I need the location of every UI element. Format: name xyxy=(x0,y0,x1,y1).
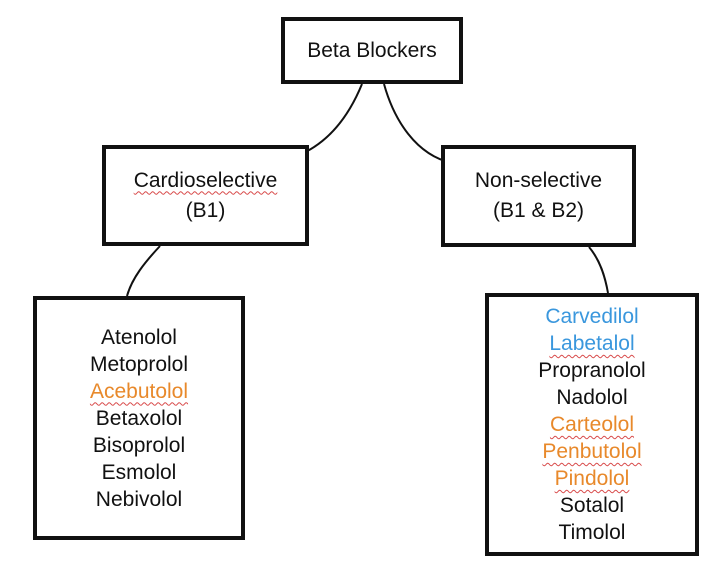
drug-list-item: Pindolol xyxy=(555,465,630,492)
non-selective-node-box: Non-selective (B1 & B2) xyxy=(441,145,636,247)
root-node-label: Beta Blockers xyxy=(307,38,437,62)
drug-list-item: Esmolol xyxy=(102,459,177,486)
drug-list-item: Sotalol xyxy=(560,492,624,519)
drug-list-item: Penbutolol xyxy=(542,438,641,465)
cardioselective-subtitle: (B1) xyxy=(185,198,226,222)
drug-list-item: Atenolol xyxy=(101,324,177,351)
drug-list-item: Nadolol xyxy=(556,384,627,411)
drug-name: Labetalol xyxy=(549,332,635,355)
drug-list-item: Labetalol xyxy=(549,330,634,357)
drug-list-item: Metoprolol xyxy=(90,351,188,378)
drug-name: Nadolol xyxy=(556,386,628,409)
drug-list-item: Timolol xyxy=(559,519,626,546)
non-selective-subtitle: (B1 & B2) xyxy=(492,199,585,222)
drug-list-item: Acebutolol xyxy=(90,378,188,405)
drug-name: Metoprolol xyxy=(89,352,189,376)
drug-name: Sotalol xyxy=(559,494,625,517)
drug-list-item: Nebivolol xyxy=(96,486,182,513)
drug-list-item: Bisoprolol xyxy=(93,432,185,459)
drug-list-item: Betaxolol xyxy=(96,405,182,432)
drug-name: Propranolol xyxy=(538,359,646,382)
drug-name: Pindolol xyxy=(554,467,630,490)
drug-name: Esmolol xyxy=(101,460,177,484)
cardioselective-title: Cardioselective xyxy=(133,168,278,192)
drug-name: Bisoprolol xyxy=(92,433,186,457)
drug-list-item: Carteolol xyxy=(550,411,634,438)
drug-name: Timolol xyxy=(558,521,626,544)
connector-non-selective-to-list xyxy=(588,246,609,294)
cardioselective-node-box: Cardioselective (B1) xyxy=(102,145,309,246)
drug-name: Atenolol xyxy=(101,325,177,349)
drug-list-item: Carvedilol xyxy=(545,303,638,330)
drug-name: Acebutolol xyxy=(89,379,189,403)
drug-name: Penbutolol xyxy=(542,440,642,463)
root-node-box: Beta Blockers xyxy=(281,17,463,84)
drug-name: Betaxolol xyxy=(95,406,183,430)
drug-list-item: Propranolol xyxy=(538,357,645,384)
drug-name: Nebivolol xyxy=(95,487,183,511)
connector-cardioselective-to-list xyxy=(126,245,161,297)
non-selective-title: Non-selective xyxy=(474,169,603,192)
drug-name: Carvedilol xyxy=(545,305,639,328)
drug-name: Carteolol xyxy=(549,413,635,436)
